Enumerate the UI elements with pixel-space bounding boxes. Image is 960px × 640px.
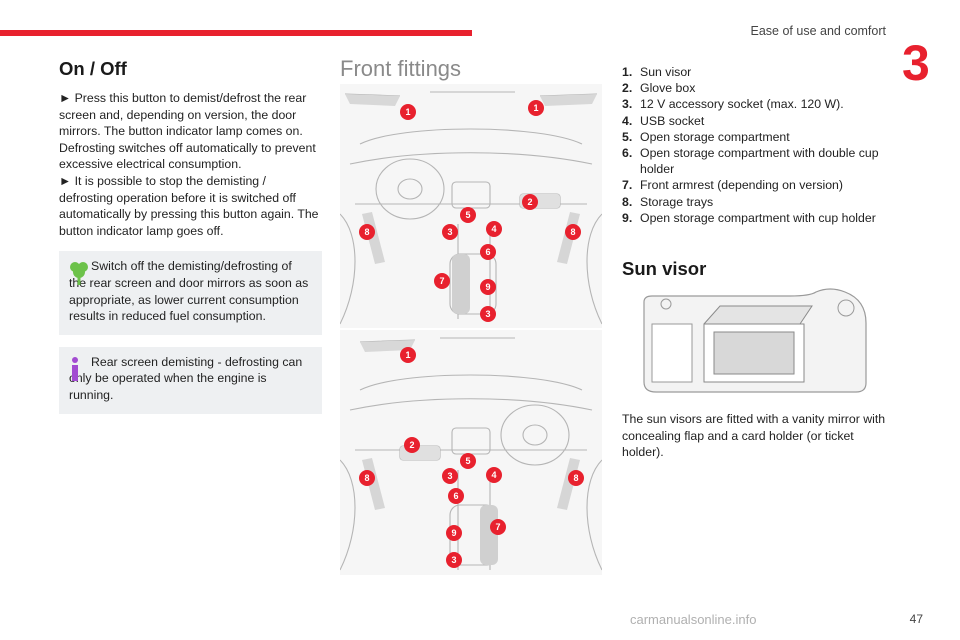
watermark: carmanualsonline.info xyxy=(630,612,757,627)
info-note-text: Rear screen demisting - defrosting can o… xyxy=(69,354,303,402)
callout-4: 4 xyxy=(491,470,496,480)
eco-note-text: Switch off the demisting/defrosting of t… xyxy=(69,259,309,324)
on-off-section: On / Off ► Press this button to demist/d… xyxy=(59,58,322,414)
sun-visor-illustration xyxy=(643,288,867,393)
front-fittings-diagram-rhd: 1 2 3 4 5 6 7 8 8 9 3 xyxy=(340,330,602,575)
front-fittings-title: Front fittings xyxy=(340,56,462,81)
callout-5: 5 xyxy=(465,210,470,220)
sun-visor-title: Sun visor xyxy=(622,258,707,279)
callout-6: 6 xyxy=(485,247,490,257)
on-off-title: On / Off xyxy=(59,58,127,79)
callout-9: 9 xyxy=(485,282,490,292)
info-note: Rear screen demisting - defrosting can o… xyxy=(59,346,322,414)
callout-3: 3 xyxy=(447,471,452,481)
callout-7: 7 xyxy=(495,522,500,532)
callout-2: 2 xyxy=(527,197,532,207)
list-item: 2.Glove box xyxy=(622,81,696,96)
fittings-list: 1.Sun visor 2.Glove box 3.12 V accessory… xyxy=(622,64,884,226)
callout-6: 6 xyxy=(453,491,458,501)
callout-1: 1 xyxy=(405,107,410,117)
callout-3: 3 xyxy=(485,309,490,319)
list-item: 7.Front armrest (depending on version) xyxy=(622,178,843,193)
callout-1: 1 xyxy=(533,103,538,113)
sun-visor-text: The sun visors are fitted with a vanity … xyxy=(622,412,886,460)
callout-8: 8 xyxy=(573,473,578,483)
list-item: 1.Sun visor xyxy=(622,65,692,79)
callout-8: 8 xyxy=(570,227,575,237)
list-item: 6.Open storage compartment with double c… xyxy=(622,146,879,177)
callout-9: 9 xyxy=(451,528,456,538)
on-off-paragraph-1: ► Press this button to demist/defrost th… xyxy=(59,91,316,172)
list-item: 9.Open storage compartment with cup hold… xyxy=(622,210,876,225)
callout-3: 3 xyxy=(451,555,456,565)
list-item: 8.Storage trays xyxy=(622,194,714,209)
list-item: 4.USB socket xyxy=(622,113,705,128)
callout-8: 8 xyxy=(364,473,369,483)
eco-tree-icon xyxy=(69,260,89,291)
callout-1: 1 xyxy=(405,350,410,360)
on-off-paragraph-2: ► It is possible to stop the demisting /… xyxy=(59,173,319,238)
eco-note: Switch off the demisting/defrosting of t… xyxy=(59,251,322,335)
info-icon xyxy=(69,356,81,387)
callout-2: 2 xyxy=(409,440,414,450)
section-header: Ease of use and comfort xyxy=(750,24,887,38)
callout-5: 5 xyxy=(465,456,470,466)
callout-7: 7 xyxy=(439,276,444,286)
page-number: 47 xyxy=(909,612,923,626)
callout-3: 3 xyxy=(447,227,452,237)
front-fittings-diagram-lhd: 1 1 2 3 4 5 6 7 8 8 9 3 xyxy=(340,84,602,328)
top-accent-bar xyxy=(0,30,472,36)
list-item: 5.Open storage compartment xyxy=(622,129,790,144)
callout-8: 8 xyxy=(364,227,369,237)
list-item: 3.12 V accessory socket (max. 120 W). xyxy=(622,97,844,112)
callout-4: 4 xyxy=(491,224,496,234)
chapter-number: 3 xyxy=(902,35,930,91)
